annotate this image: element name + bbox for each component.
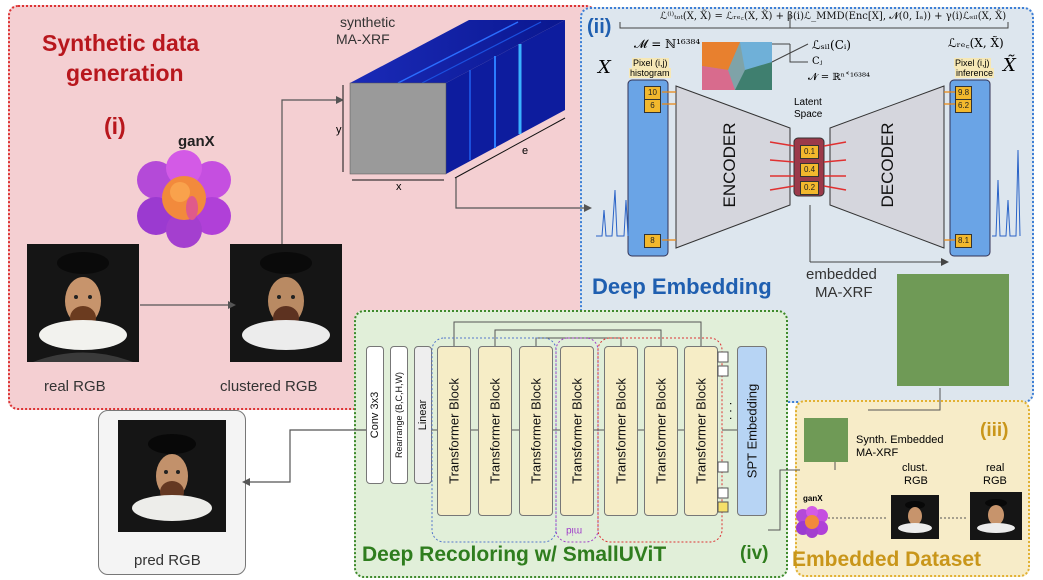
clustered-rgb-label: clustered RGB <box>220 378 318 395</box>
histogram-label-line1: Pixel (i,j) <box>632 58 669 68</box>
synth-embedded-thumb <box>804 418 848 462</box>
latent-value-0: 0.1 <box>800 145 819 159</box>
total-loss-equation: ℒ⁽ⁱ⁾ₜₒₜ(X, X̃) = ℒᵣₑ꜀(X, X̃) + β(i)ℒ_MMD… <box>660 11 1007 22</box>
pred-rgb-label: pred RGB <box>134 552 201 569</box>
conv-label: Conv 3x3 <box>369 391 381 439</box>
cube-axis-x: x <box>396 181 402 193</box>
rearrange-label: Rearrange (B,C,H,W) <box>394 371 404 459</box>
sil-loss-label: ℒₛᵢₗ(Cᵢ) <box>812 38 851 52</box>
transformer-block-3: Transformer Block <box>519 346 553 516</box>
real-rgb-label: real RGB <box>44 378 106 395</box>
spt-embedding-block: SPT Embedding <box>737 346 767 516</box>
latent-value-2: 0.2 <box>800 181 819 195</box>
ganx-logo-text: ganX <box>178 133 215 150</box>
latent-label-line1: Latent <box>794 97 822 108</box>
panel1-title-line2: generation <box>66 60 184 86</box>
panel1-title-line1: Synthetic data <box>42 30 200 56</box>
mid-label: mid <box>566 525 583 536</box>
cube-label-line1: synthetic <box>340 14 396 30</box>
panel4-roman-numeral: (iv) <box>740 543 769 564</box>
transformer-block-7: Transformer Block <box>684 346 718 516</box>
transformer-block-mid: Transformer Block <box>560 346 594 516</box>
rearrange-block: Rearrange (B,C,H,W) <box>390 346 408 484</box>
spt-embedding-label: SPT Embedding <box>744 383 760 479</box>
synth-embedded-label-line1: Synth. Embedded <box>856 434 944 446</box>
input-value-1: 6 <box>644 99 661 113</box>
transformer-block-2: Transformer Block <box>478 346 512 516</box>
m-space-equation: 𝓜 = ℕ¹⁶³⁸⁴ <box>634 37 701 51</box>
cube-axis-e: e <box>522 145 529 157</box>
token-dots: · · · <box>724 401 739 421</box>
transformer-block-5: Transformer Block <box>604 346 638 516</box>
transformer-block-1: Transformer Block <box>437 346 471 516</box>
real-rgb-label-line1: real <box>986 462 1005 474</box>
real-rgb-label-line2: RGB <box>983 475 1007 487</box>
panel1-roman-numeral: (i) <box>104 113 126 139</box>
output-value-2: 8.1 <box>955 234 972 248</box>
clust-rgb-label-line2: RGB <box>904 475 928 487</box>
latent-value-1: 0.4 <box>800 163 819 177</box>
dataset-real-rgb-thumb <box>970 492 1022 540</box>
linear-block: Linear <box>414 346 432 484</box>
cube-label-line2: MA-XRF <box>336 31 390 47</box>
panel2-title: Deep Embedding <box>592 274 772 299</box>
histogram-label-line2: histogram <box>629 68 671 78</box>
dataset-clust-rgb-thumb <box>891 495 939 539</box>
inference-label-line1: Pixel (i,j) <box>954 58 991 68</box>
transformer-block-label: Transformer Block <box>693 378 709 484</box>
latent-label-line2: Space <box>794 109 823 120</box>
inference-label-line2: inference <box>955 68 995 78</box>
clustered-rgb-image <box>230 244 342 362</box>
panel3-roman-numeral: (iii) <box>980 420 1009 441</box>
output-symbol: X̃ <box>1003 55 1016 76</box>
linear-label: Linear <box>417 399 429 431</box>
encoder-label: ENCODER <box>720 122 739 208</box>
clust-rgb-label-line1: clust. <box>902 462 928 474</box>
transformer-block-label: Transformer Block <box>528 378 544 484</box>
input-value-2: 8 <box>644 234 661 248</box>
transformer-block-label: Transformer Block <box>613 378 629 484</box>
panel3-logo-text: ganX <box>803 494 823 503</box>
output-value-0: 9.8 <box>955 86 972 100</box>
n-space-equation: 𝓝 = ℝⁿ˂¹⁶³⁸⁴ <box>808 72 870 83</box>
input-value-0: 10 <box>644 86 661 100</box>
transformer-block-label: Transformer Block <box>569 378 585 484</box>
input-symbol: X <box>598 57 611 78</box>
transformer-block-label: Transformer Block <box>446 378 462 484</box>
panel4-title: Deep Recoloring w/ SmallUViT <box>362 543 667 566</box>
transformer-block-label: Transformer Block <box>487 378 503 484</box>
panel3-title: Embedded Dataset <box>792 548 982 571</box>
pred-rgb-image <box>118 420 226 532</box>
synth-embedded-label-line2: MA-XRF <box>856 447 899 459</box>
embedded-label-line2: MA-XRF <box>815 284 873 301</box>
rec-loss-label: ℒᵣₑ꜀(X, X̃) <box>948 36 1004 50</box>
decoder-label: DECODER <box>878 122 897 208</box>
real-rgb-image <box>27 244 139 362</box>
decoder-label-box: DECODER <box>858 110 918 220</box>
encoder-label-box: ENCODER <box>700 110 760 220</box>
conv-block: Conv 3x3 <box>366 346 384 484</box>
embedded-label-line1: embedded <box>806 266 877 283</box>
cube-axis-y: y <box>336 124 342 136</box>
panel2-roman-numeral: (ii) <box>587 16 612 38</box>
transformer-block-6: Transformer Block <box>644 346 678 516</box>
transformer-block-label: Transformer Block <box>653 378 669 484</box>
cluster-label: Cⱼ <box>812 56 823 67</box>
output-value-1: 6.2 <box>955 99 972 113</box>
